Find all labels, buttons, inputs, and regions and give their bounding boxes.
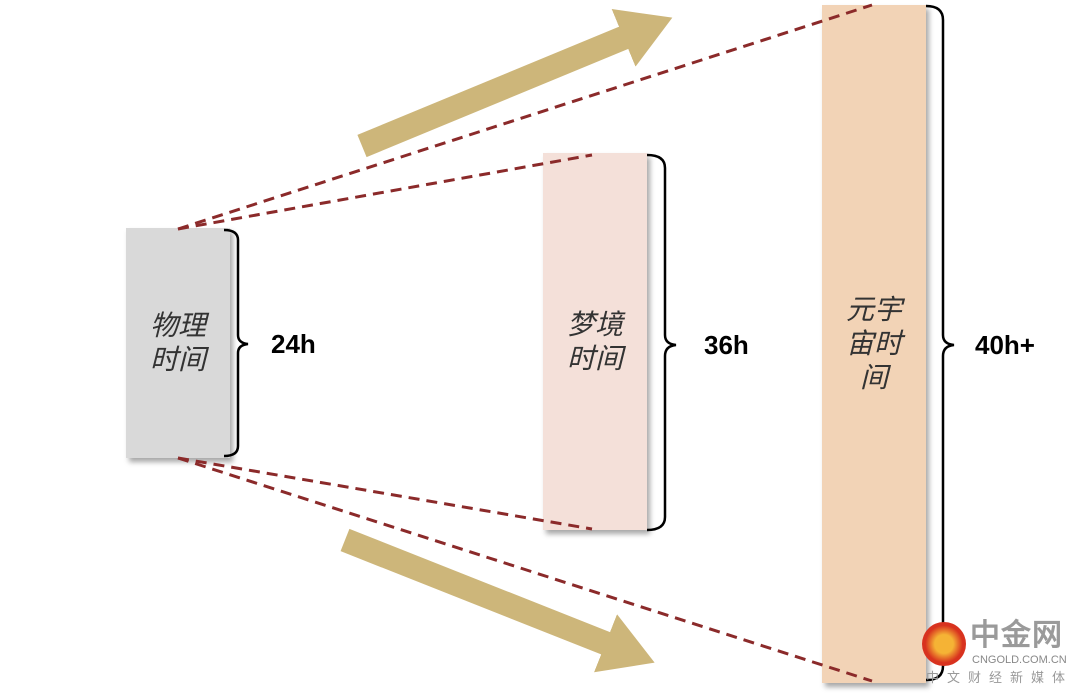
brace-24h <box>223 228 249 458</box>
watermark: 中金网 CNGOLD.COM.CN 中文财经新媒体 <box>922 620 1078 692</box>
watermark-url: CNGOLD.COM.CN <box>972 654 1067 666</box>
physical-time-label: 物理时间 <box>149 310 206 375</box>
watermark-subtitle: 中文财经新媒体 <box>926 670 1074 685</box>
hours-24h: 24h <box>271 329 316 359</box>
dashed-line-bottom-near <box>177 456 593 531</box>
dashed-line-bottom-far <box>177 456 873 683</box>
hours-36h: 36h <box>704 330 749 360</box>
metaverse-time-label: 元宇宙时间 <box>845 294 902 393</box>
brace-36h <box>646 153 677 532</box>
dream-time-box: 梦境时间 <box>543 153 647 530</box>
lower-arrow <box>340 528 655 673</box>
hours-40h: 40h+ <box>975 330 1035 360</box>
dashed-line-top-far <box>177 3 873 231</box>
physical-time-box: 物理时间 <box>126 228 230 458</box>
metaverse-time-box: 元宇宙时间 <box>822 5 926 683</box>
upper-arrow <box>357 9 673 158</box>
dream-time-label: 梦境时间 <box>566 308 623 374</box>
brace-40h <box>925 4 955 682</box>
dashed-line-top-near <box>177 153 593 231</box>
cngold-logo-icon <box>922 622 966 666</box>
watermark-title: 中金网 <box>970 619 1063 652</box>
